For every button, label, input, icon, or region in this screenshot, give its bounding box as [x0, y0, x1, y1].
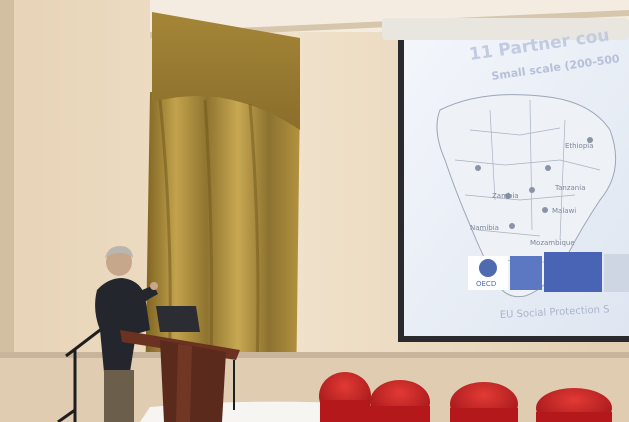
- map-pin-icon: [505, 193, 511, 199]
- oecd-logo-text: OECD: [476, 280, 496, 288]
- logo-gray-box: [604, 254, 629, 292]
- eu-flag-icon: [544, 252, 602, 292]
- map-pin-icon: [475, 165, 481, 171]
- chair: [370, 380, 430, 422]
- chair: [450, 382, 518, 422]
- map-label-tanzania: Tanzania: [554, 184, 585, 192]
- speaker: [95, 246, 158, 422]
- curtain-valance: [152, 12, 300, 130]
- chair: [536, 388, 612, 422]
- map-border: [464, 194, 576, 201]
- map-label-ethiopia: Ethiopia: [565, 142, 594, 150]
- map-pin-icon: [509, 223, 515, 229]
- map-pin-icon: [545, 165, 551, 171]
- chair: [319, 372, 371, 422]
- map-border: [489, 99, 566, 241]
- podium: [120, 330, 240, 422]
- map-pin-icon: [542, 207, 548, 213]
- map-label-malawi: Malawi: [552, 207, 576, 215]
- map-border: [469, 127, 561, 136]
- map-border: [454, 159, 601, 171]
- map-label-namibia: Namibia: [470, 224, 499, 232]
- oecd-logo-icon: [479, 259, 497, 277]
- map-label-zambia: Zambia: [492, 192, 519, 200]
- screen-top-bar: [382, 18, 629, 40]
- left-wall-panel: [0, 0, 14, 422]
- wall-rail: [0, 352, 629, 358]
- map-pin-icon: [587, 137, 593, 143]
- map-label-mozambique: Mozambique: [530, 239, 575, 247]
- map-pin-icon: [529, 187, 535, 193]
- logo-flag-box: [510, 256, 542, 290]
- laptop: [156, 306, 200, 332]
- mic-stand-leg: [57, 408, 76, 422]
